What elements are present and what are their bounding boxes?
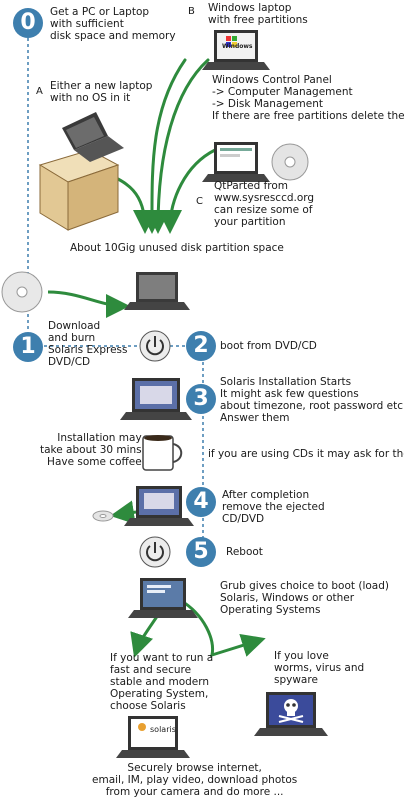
final-note: Securely browse internet, email, IM, pla… [92,762,298,798]
step-4-text: After completion remove the ejected CD/D… [222,489,325,525]
partition-note: About 10Gig unused disk partition space [70,242,284,254]
solaris-laptop-icon [116,716,190,758]
grub-note: Grub gives choice to boot (load) Solaris… [220,580,389,616]
solaris-logo-text: solaris [150,725,176,734]
arrow-cd-to-laptop [47,290,130,318]
coffee-note: Installation may take about 30 mins Have… [40,432,142,468]
solaris-choice-text: If you want to run a fast and secure sta… [110,652,214,712]
step-0-badge: 0 [13,8,43,38]
option-a-letter: A [36,86,43,97]
ejected-cd-icon [92,510,114,522]
step-0-text: Get a PC or Laptop with sufficient disk … [50,6,176,42]
step-1-text: Download and burn Solaris Express DVD/CD [48,320,128,368]
step-1-badge: 1 [13,332,43,362]
dvd-disc-icon [1,271,43,313]
step-3-badge: 3 [186,384,216,414]
step-2-badge: 2 [186,331,216,361]
arrow-laptop-to-cd [110,500,137,525]
step-5-text: Reboot [226,546,263,558]
step-4-badge: 4 [186,487,216,517]
laptop-in-box-icon [38,112,124,231]
option-b-letter: B [188,6,195,17]
install-laptop-icon [120,378,192,420]
cds-note: if you are using CDs it may ask for them [208,448,404,460]
windows-logo-text: Windows [222,43,253,50]
windows-laptop-icon [202,30,270,70]
virus-laptop-icon [254,692,328,736]
coffee-mug-icon [142,435,183,471]
completion-laptop-icon [124,486,194,526]
blank-laptop-icon [124,272,190,310]
option-b-detail: Windows Control Panel -> Computer Manage… [212,74,404,122]
option-b-text: Windows laptop with free partitions [208,2,308,26]
power-button-icon [139,330,171,362]
reboot-power-icon [139,536,171,568]
step-5-badge: 5 [186,537,216,567]
step-3-text: Solaris Installation Starts It might ask… [220,376,404,424]
grub-laptop-icon [128,578,198,618]
step-2-text: boot from DVD/CD [220,340,317,352]
windows-choice-text: If you love worms, virus and spyware [274,650,365,686]
option-a-text: Either a new laptop with no OS in it [50,80,153,104]
qtparted-laptop-icon [202,142,309,182]
flow-dashed-line [27,38,204,540]
option-c-letter: C [196,196,203,207]
option-c-text: QtParted from www.sysresccd.org can resi… [214,180,315,228]
